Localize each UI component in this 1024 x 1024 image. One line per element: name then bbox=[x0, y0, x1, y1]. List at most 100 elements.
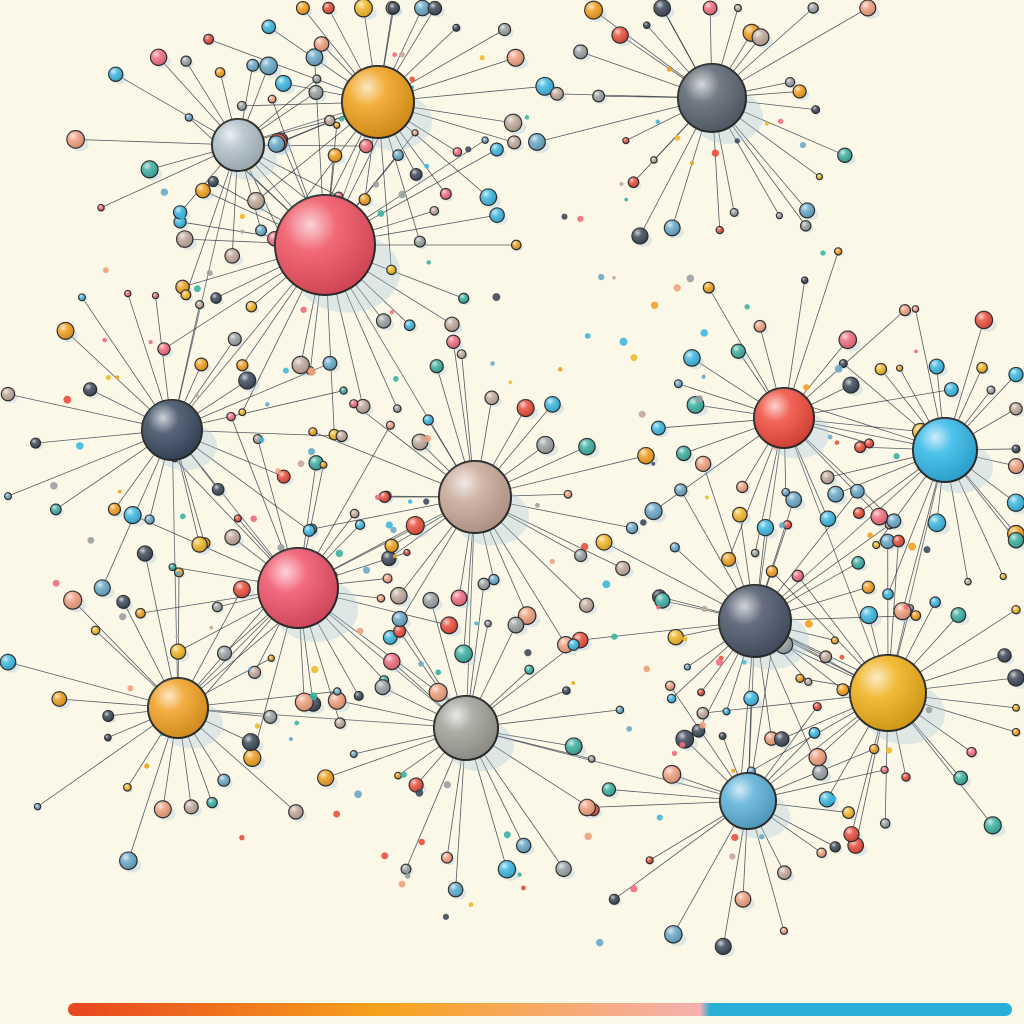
scatter-dot bbox=[426, 260, 431, 265]
leaf-node-shine bbox=[836, 683, 849, 696]
leaf-node-shine bbox=[154, 800, 172, 818]
scatter-dot bbox=[595, 938, 604, 947]
leaf-node-shine bbox=[1008, 458, 1024, 474]
scatter-dot bbox=[474, 621, 479, 626]
scatter-dot bbox=[465, 146, 472, 153]
leaf-node-shine bbox=[157, 342, 171, 356]
leaf-node-shine bbox=[668, 629, 684, 645]
scatter-dot bbox=[643, 665, 651, 673]
scatter-dot bbox=[435, 669, 442, 676]
leaf-node-shine bbox=[703, 1, 717, 15]
leaf-node-shine bbox=[626, 522, 638, 534]
leaf-node-shine bbox=[296, 1, 310, 15]
leaf-node-shine bbox=[350, 750, 358, 758]
leaf-node-shine bbox=[944, 382, 959, 397]
scatter-dot bbox=[372, 181, 380, 188]
scatter-dot bbox=[656, 814, 663, 821]
leaf-node-shine bbox=[851, 556, 865, 570]
leaf-node-shine bbox=[406, 516, 425, 535]
leaf-node-shine bbox=[354, 0, 373, 17]
leaf-node-shine bbox=[379, 491, 390, 503]
scatter-dot bbox=[671, 750, 678, 757]
scatter-dot bbox=[240, 229, 245, 234]
leaf-node-shine bbox=[52, 691, 67, 707]
scatter-dot bbox=[679, 741, 686, 748]
leaf-node-shine bbox=[667, 694, 676, 703]
scatter-dot bbox=[827, 434, 833, 440]
leaf-node-shine bbox=[646, 856, 654, 864]
leaf-node-shine bbox=[488, 574, 499, 585]
leaf-node-shine bbox=[485, 391, 499, 405]
scatter-dot bbox=[407, 499, 413, 504]
leaf-node-shine bbox=[875, 363, 887, 375]
leaf-node-shine bbox=[386, 265, 397, 275]
leaf-node-shine bbox=[662, 765, 681, 784]
leaf-node-shine bbox=[816, 173, 823, 180]
leaf-node-shine bbox=[97, 204, 105, 211]
leaf-node-shine bbox=[766, 565, 778, 578]
leaf-node-shine bbox=[217, 646, 232, 661]
leaf-node-shine bbox=[453, 147, 462, 157]
hub-node-shine bbox=[212, 119, 264, 171]
leaf-node-shine bbox=[66, 130, 85, 149]
leaf-node-shine bbox=[308, 427, 317, 436]
leaf-node-shine bbox=[322, 2, 335, 14]
leaf-node-shine bbox=[333, 122, 340, 129]
scatter-dot bbox=[571, 681, 576, 685]
leaf-node-shine bbox=[246, 301, 257, 312]
leaf-node-shine bbox=[145, 514, 155, 525]
scatter-dot bbox=[893, 453, 900, 460]
leaf-node-shine bbox=[430, 206, 439, 216]
scatter-dot bbox=[160, 188, 169, 196]
leaf-node-shine bbox=[422, 592, 439, 609]
leaf-node-shine bbox=[853, 507, 865, 519]
leaf-node-shine bbox=[831, 636, 839, 644]
leaf-node-shine bbox=[518, 606, 536, 625]
leaf-node-shine bbox=[975, 311, 993, 329]
scatter-dot bbox=[356, 627, 364, 635]
scatter-dot bbox=[390, 526, 397, 533]
leaf-node-shine bbox=[320, 461, 327, 469]
scatter-dot bbox=[250, 515, 257, 523]
leaf-node-shine bbox=[194, 358, 208, 371]
leaf-node-shine bbox=[262, 20, 276, 34]
leaf-node-shine bbox=[812, 765, 828, 780]
band-segment bbox=[700, 1003, 710, 1016]
scatter-dot bbox=[492, 293, 501, 302]
scatter-dot bbox=[923, 546, 931, 554]
leaf-node-shine bbox=[184, 799, 199, 814]
leaf-node-shine bbox=[654, 592, 670, 609]
scatter-dot bbox=[398, 880, 406, 888]
leaf-node-shine bbox=[555, 861, 572, 877]
leaf-node-shine bbox=[104, 734, 112, 741]
scatter-dot bbox=[650, 301, 659, 309]
leaf-node-shine bbox=[83, 382, 97, 396]
scatter-dot bbox=[820, 250, 826, 256]
leaf-node-shine bbox=[429, 683, 448, 702]
scatter-dot bbox=[193, 285, 201, 293]
leaf-node-shine bbox=[212, 483, 224, 496]
scatter-dot bbox=[715, 658, 724, 666]
leaf-node-shine bbox=[507, 135, 521, 149]
leaf-node-shine bbox=[730, 208, 739, 217]
leaf-node-shine bbox=[490, 143, 504, 156]
leaf-node-shine bbox=[892, 535, 905, 547]
leaf-node-shine bbox=[880, 534, 895, 549]
leaf-node-shine bbox=[801, 277, 808, 284]
scatter-dot bbox=[307, 448, 316, 456]
scatter-dot bbox=[903, 604, 909, 610]
leaf-node-shine bbox=[268, 95, 276, 103]
scatter-dot bbox=[867, 532, 873, 539]
scatter-dot bbox=[535, 502, 540, 508]
scatter-dot bbox=[119, 613, 127, 621]
scatter-dot bbox=[729, 853, 736, 860]
leaf-node-shine bbox=[392, 149, 404, 161]
scatter-dot bbox=[521, 885, 526, 891]
leaf-node-shine bbox=[929, 596, 941, 608]
scatter-dot bbox=[374, 494, 381, 501]
hub-node-shine bbox=[913, 418, 977, 482]
leaf-node-shine bbox=[565, 737, 583, 755]
leaf-node-shine bbox=[50, 504, 62, 515]
scatter-dot bbox=[239, 213, 246, 220]
leaf-node-shine bbox=[819, 791, 835, 807]
